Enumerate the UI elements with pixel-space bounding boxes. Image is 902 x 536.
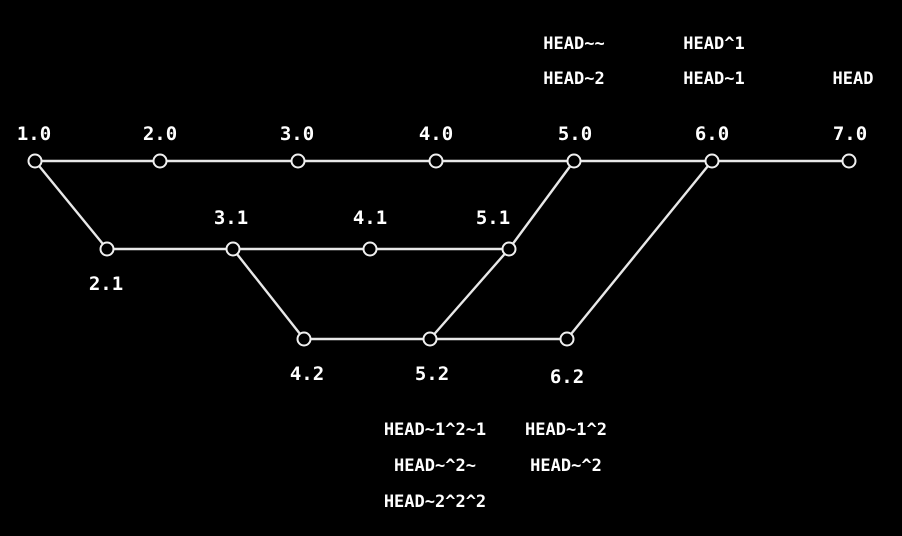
commit-label-1.0: 1.0 — [17, 123, 51, 145]
edges-layer — [33, 159, 851, 341]
commit-label-2.1: 2.1 — [89, 273, 123, 295]
commit-node-6.2 — [559, 331, 575, 347]
edge-5.1-5.0 — [507, 159, 576, 251]
commit-node-1.0 — [27, 153, 43, 169]
labels-layer: 1.0 2.0 3.0 4.0 5.0 6.0 7.0 2.1 3.1 4.1 5.1 4.2 5.2 6… — [17, 123, 867, 388]
ref-label-6.2-0: HEAD~1^2 — [525, 420, 607, 440]
commit-label-4.1: 4.1 — [353, 207, 387, 229]
commit-node-4.0 — [428, 153, 444, 169]
edge-6.2-6.0 — [565, 159, 714, 341]
commit-label-7.0: 7.0 — [833, 123, 867, 145]
ref-label-7.0-0: HEAD — [833, 69, 874, 89]
commit-label-2.0: 2.0 — [143, 123, 177, 145]
commit-label-5.1: 5.1 — [476, 207, 510, 229]
commit-label-6.2: 6.2 — [550, 366, 584, 388]
commit-label-4.2: 4.2 — [290, 363, 324, 385]
ref-label-5.0-1: HEAD~2 — [543, 69, 604, 89]
commit-node-3.0 — [290, 153, 306, 169]
ref-label-5.2-2: HEAD~2^2^2 — [384, 492, 486, 512]
ref-label-5.0-0: HEAD~~ — [543, 34, 604, 54]
nodes-layer — [27, 153, 857, 347]
commit-node-5.0 — [566, 153, 582, 169]
commit-label-4.0: 4.0 — [419, 123, 453, 145]
edge-1.0-2.1 — [33, 159, 109, 251]
ref-label-6.0-0: HEAD^1 — [683, 34, 744, 54]
edge-5.2-5.1 — [428, 247, 511, 341]
commit-label-3.1: 3.1 — [214, 207, 248, 229]
ref-label-5.2-1: HEAD~^2~ — [394, 456, 476, 476]
commit-node-2.0 — [152, 153, 168, 169]
edge-3.1-4.2 — [231, 247, 306, 341]
commit-node-6.0 — [704, 153, 720, 169]
commit-node-2.1 — [99, 241, 115, 257]
commit-node-5.1 — [501, 241, 517, 257]
commit-label-5.2: 5.2 — [415, 363, 449, 385]
commit-node-4.2 — [296, 331, 312, 347]
commit-node-5.2 — [422, 331, 438, 347]
commit-label-5.0: 5.0 — [558, 123, 592, 145]
commit-node-4.1 — [362, 241, 378, 257]
commit-node-3.1 — [225, 241, 241, 257]
commit-label-6.0: 6.0 — [695, 123, 729, 145]
commit-node-7.0 — [841, 153, 857, 169]
ref-label-5.2-0: HEAD~1^2~1 — [384, 420, 486, 440]
commit-label-3.0: 3.0 — [280, 123, 314, 145]
ref-label-6.0-1: HEAD~1 — [683, 69, 744, 89]
ref-label-6.2-1: HEAD~^2 — [530, 456, 602, 476]
